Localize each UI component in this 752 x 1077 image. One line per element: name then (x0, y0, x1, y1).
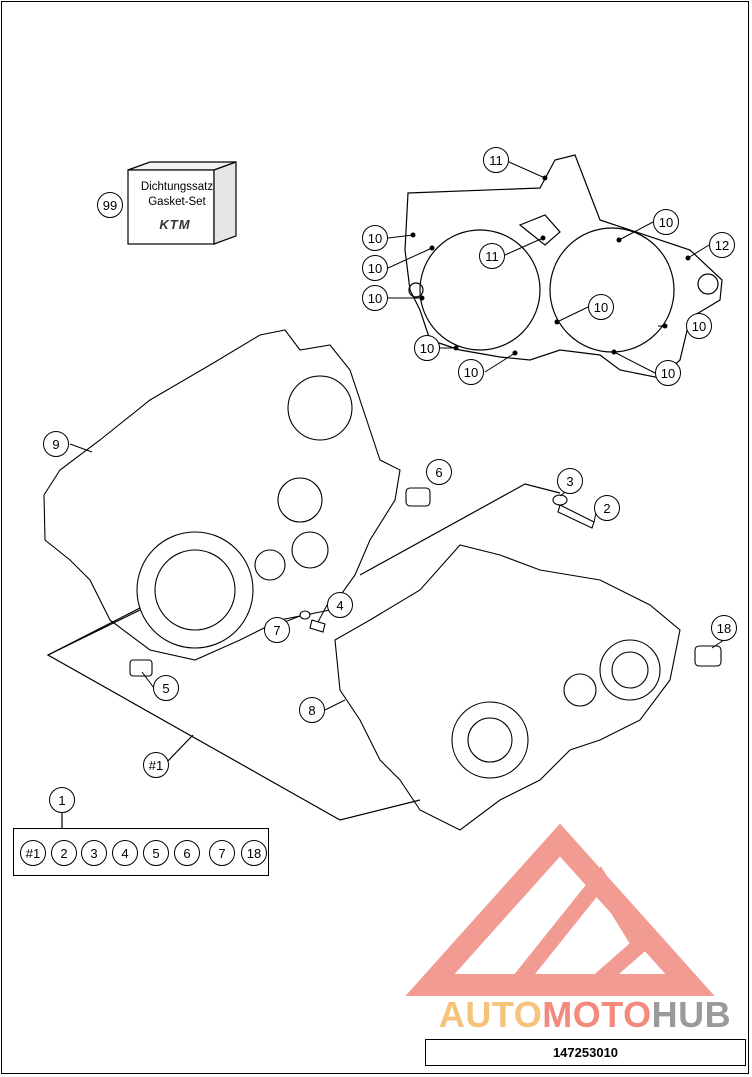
callout-10-a: 10 (362, 225, 388, 251)
callout-6: 6 (426, 459, 452, 485)
callout-7: 7 (264, 617, 290, 643)
right-crankcase (334, 544, 681, 831)
callout-5: 5 (153, 675, 179, 701)
crankcase-gasket (404, 154, 723, 379)
callout-3: 3 (557, 468, 583, 494)
gasket-set-line1: Dichtungssatz (140, 181, 214, 193)
callout-10-c: 10 (362, 285, 388, 311)
leader-lines (69, 161, 725, 711)
callout-set-1: #1 (143, 752, 169, 778)
kit-item: 4 (112, 840, 138, 866)
kit-item: 7 (209, 840, 235, 866)
kit-item: 5 (143, 840, 169, 866)
watermark-part-auto: AUTO (438, 994, 543, 1035)
callout-10-f: 10 (588, 294, 614, 320)
watermark-logo (405, 823, 715, 996)
callout-10-g: 10 (653, 209, 679, 235)
callout-4: 4 (327, 592, 353, 618)
callout-18: 18 (711, 615, 737, 641)
gasket-set-line2: Gasket-Set (148, 196, 206, 208)
kit-contents-row: #1 2 3 4 5 6 7 18 (13, 828, 269, 876)
callout-12: 12 (709, 232, 735, 258)
ktm-logo: KTM (159, 217, 191, 232)
screw-4 (309, 619, 326, 633)
dowel-5 (129, 659, 153, 677)
washer-7 (299, 610, 311, 620)
watermark-part-hub: HUB (651, 994, 732, 1035)
small-parts (129, 487, 722, 677)
washer-3 (552, 494, 568, 506)
watermark-part-moto: MOTO (542, 994, 652, 1035)
kit-item: 6 (174, 840, 200, 866)
kit-item: #1 (20, 840, 46, 866)
callout-11-mid: 11 (479, 243, 505, 269)
callout-10-d: 10 (414, 335, 440, 361)
callout-9: 9 (43, 431, 69, 457)
callout-2: 2 (594, 495, 620, 521)
kit-item: 3 (81, 840, 107, 866)
assembly-lines (46, 483, 561, 828)
callout-10-b: 10 (362, 255, 388, 281)
callout-10-i: 10 (655, 360, 681, 386)
left-crankcase (43, 329, 401, 661)
leader-dots (410, 175, 691, 356)
screw-2 (557, 504, 595, 529)
callout-8: 8 (299, 697, 325, 723)
kit-item: 2 (51, 840, 77, 866)
callout-10-h: 10 (686, 313, 712, 339)
kit-item: 18 (241, 840, 267, 866)
gasket-set-box (127, 161, 237, 245)
gasket-set-label: Dichtungssatz Gasket-Set KTM (128, 170, 226, 244)
callout-10-e: 10 (458, 359, 484, 385)
callout-11-top: 11 (483, 147, 509, 173)
document-number: 147253010 (425, 1039, 746, 1066)
bushing-6 (405, 487, 431, 507)
callout-99: 99 (97, 192, 123, 218)
plug-18 (694, 645, 722, 667)
callout-1: 1 (49, 787, 75, 813)
